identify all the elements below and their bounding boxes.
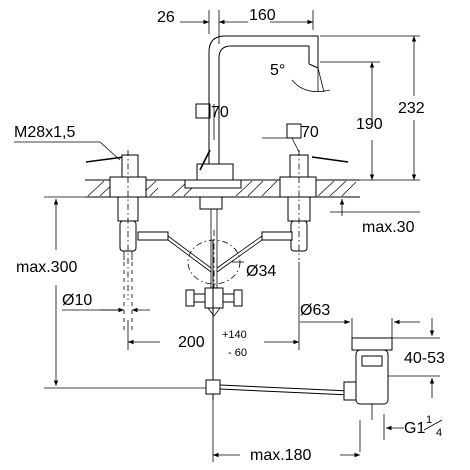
label-max180: max.180 xyxy=(250,447,311,464)
label-70-handle: 70 xyxy=(301,124,319,141)
dim-max180 xyxy=(212,400,360,462)
label-dia10: Ø10 xyxy=(62,292,92,309)
label-70-spout: 70 xyxy=(211,104,229,121)
square-70-markers xyxy=(195,103,302,153)
label-160: 160 xyxy=(249,7,276,24)
label-232: 232 xyxy=(398,100,425,117)
label-thread: M28x1,5 xyxy=(14,124,75,141)
label-26: 26 xyxy=(157,9,175,26)
thread-leader xyxy=(14,141,121,161)
drain-assembly xyxy=(205,240,393,420)
label-40-53: 40-53 xyxy=(404,350,445,367)
label-g1: G1 xyxy=(404,420,425,437)
label-max30: max.30 xyxy=(362,219,415,236)
label-frac-den: 4 xyxy=(436,427,442,439)
label-tol-plus: +140 xyxy=(222,329,247,341)
center-hoses xyxy=(167,235,263,273)
dim-max300 xyxy=(44,196,206,389)
label-190: 190 xyxy=(356,116,383,133)
t-connector xyxy=(185,287,243,317)
spout xyxy=(184,35,319,300)
left-handle xyxy=(85,150,169,300)
right-handle xyxy=(261,150,349,260)
dim-top xyxy=(180,10,314,44)
label-dia63: Ø63 xyxy=(300,302,330,319)
label-200: 200 xyxy=(178,334,205,351)
label-frac-num: 1 xyxy=(426,414,432,426)
dim-g1 xyxy=(359,414,404,452)
dim-right xyxy=(320,35,420,181)
left-hose xyxy=(123,262,133,330)
label-tol-minus: - 60 xyxy=(228,347,247,359)
label-angle: 5° xyxy=(270,62,285,79)
angle-mark xyxy=(291,67,331,93)
dim-200 xyxy=(127,262,300,350)
dim-max30 xyxy=(320,196,420,216)
label-dia34: Ø34 xyxy=(246,263,276,280)
fraction-bar xyxy=(423,419,443,431)
dim-40-53 xyxy=(388,318,440,398)
dim-dia63 xyxy=(300,318,420,338)
label-max300: max.300 xyxy=(16,259,77,276)
